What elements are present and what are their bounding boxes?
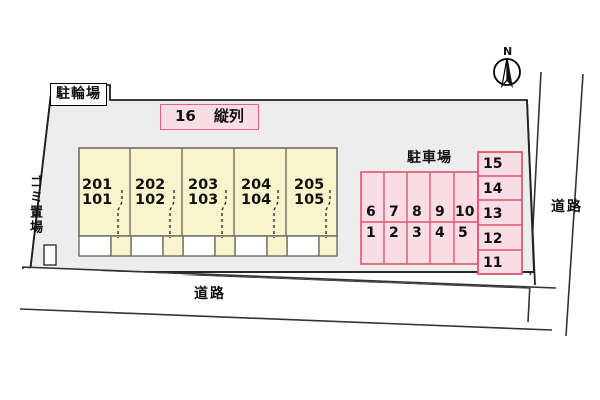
garbage-bin-marker — [43, 244, 57, 266]
parking-space-11[interactable]: 11 — [483, 255, 503, 271]
parking-space-5[interactable]: 5 — [458, 225, 468, 241]
unit-202-102: 202 102 — [135, 178, 165, 207]
parking-space-1[interactable]: 1 — [366, 225, 376, 241]
parking-space-10[interactable]: 10 — [455, 204, 475, 220]
building-block — [78, 147, 338, 257]
unit-lower: 104 — [241, 191, 272, 208]
unit-upper: 202 — [135, 177, 166, 193]
unit-204-104: 204 104 — [241, 178, 271, 207]
parking-space-7[interactable]: 7 — [389, 204, 399, 220]
unit-lower: 102 — [135, 191, 166, 208]
compass-north-letter: N — [503, 45, 513, 58]
parking-grid-main — [360, 171, 479, 265]
tandem-parking-note: 16 縦列 — [160, 104, 259, 130]
compass-north-icon — [493, 57, 521, 89]
unit-upper: 204 — [241, 177, 272, 193]
unit-201-101: 201 101 — [82, 178, 112, 207]
parking-space-12[interactable]: 12 — [483, 231, 503, 247]
parking-space-3[interactable]: 3 — [412, 225, 422, 241]
unit-203-103: 203 103 — [188, 178, 218, 207]
lot-bottom-slant — [21, 266, 557, 289]
parking-lot-title: 駐車場 — [407, 150, 452, 166]
parking-space-4[interactable]: 4 — [435, 225, 445, 241]
lot-right-edge — [526, 99, 536, 286]
bicycle-parking-label: 駐輪場 — [50, 83, 107, 106]
parking-space-13[interactable]: 13 — [483, 206, 503, 222]
parking-space-2[interactable]: 2 — [389, 225, 399, 241]
unit-upper: 201 — [82, 177, 113, 193]
parking-space-9[interactable]: 9 — [435, 204, 445, 220]
unit-upper: 203 — [188, 177, 219, 193]
unit-lower: 105 — [294, 191, 325, 208]
parking-column-right — [477, 151, 523, 275]
unit-upper: 205 — [294, 177, 325, 193]
unit-lower: 103 — [188, 191, 219, 208]
tandem-label: 縦列 — [213, 107, 244, 125]
unit-205-105: 205 105 — [294, 178, 324, 207]
garbage-area-label: ゴミ置場 — [27, 175, 42, 235]
road-label-bottom: 道路 — [194, 286, 226, 302]
parking-space-15[interactable]: 15 — [483, 156, 503, 172]
unit-lower: 101 — [82, 191, 113, 208]
tandem-count: 16 — [175, 107, 196, 125]
parking-space-6[interactable]: 6 — [366, 204, 376, 220]
parking-space-14[interactable]: 14 — [483, 181, 503, 197]
road-label-right: 道路 — [551, 199, 583, 215]
parking-space-8[interactable]: 8 — [412, 204, 422, 220]
